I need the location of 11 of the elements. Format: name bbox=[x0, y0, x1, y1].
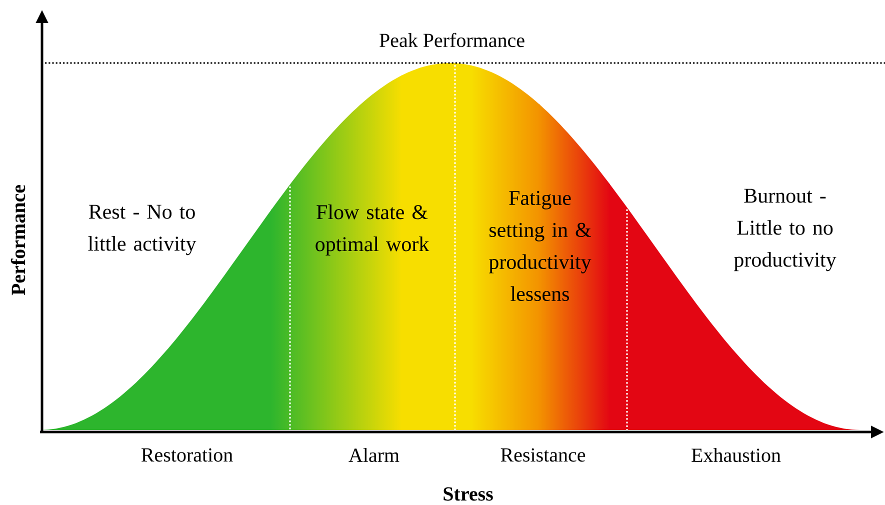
stage-label: Exhaustion bbox=[692, 448, 781, 462]
stage-label: Resistance bbox=[500, 448, 586, 462]
zone-description: Flow state & optimal work bbox=[316, 204, 430, 256]
stage-label: Restoration bbox=[142, 448, 233, 462]
zone-description: Burnout - Little to no productivity bbox=[734, 188, 836, 272]
peak-label: Peak Performance bbox=[376, 30, 528, 50]
zone-description: Rest - No to little activity bbox=[88, 204, 196, 256]
zone-description: Fatigue setting in & productivity lessens bbox=[489, 190, 592, 302]
axis-title: Performance bbox=[10, 184, 26, 296]
axis-title: Stress bbox=[444, 487, 493, 501]
stage-label: Alarm bbox=[348, 448, 400, 462]
